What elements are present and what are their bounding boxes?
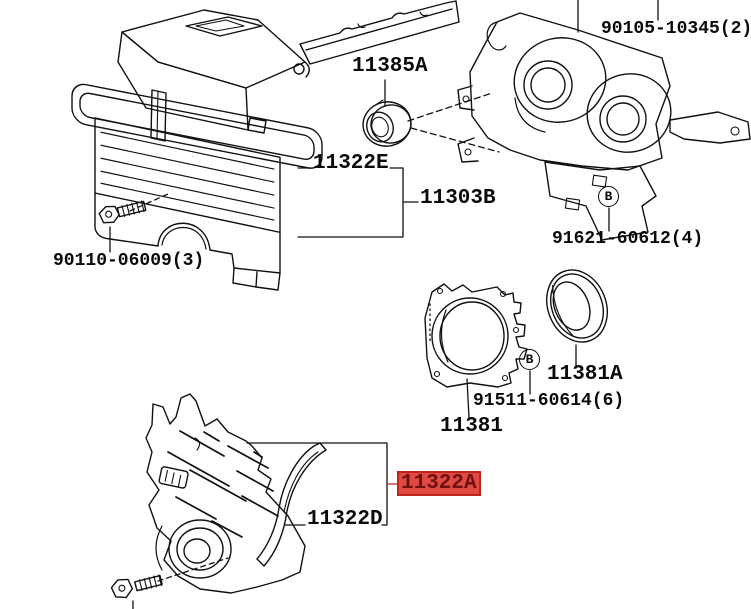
fastener-symbol-B-1[interactable]: B bbox=[598, 186, 619, 207]
part-label-11322A-highlighted[interactable]: 11322A bbox=[397, 471, 481, 496]
gasket-cross-strip bbox=[150, 89, 167, 142]
cam-cover-strip bbox=[299, 0, 460, 65]
cylinder-head-cover-assembly bbox=[71, 0, 460, 291]
camshaft-oil-seal bbox=[362, 99, 412, 147]
timing-cover-gasket-strip bbox=[256, 442, 327, 567]
part-label-11381A[interactable]: 11381A bbox=[547, 363, 623, 386]
oil-seal-retainer bbox=[424, 283, 528, 388]
timing-belt-cover-lower bbox=[145, 393, 306, 594]
part-label-11381[interactable]: 11381 bbox=[440, 415, 504, 438]
part-label-90105-10345[interactable]: 90105-10345(2) bbox=[601, 19, 751, 39]
leader-lines bbox=[109, 0, 659, 609]
bolt-lower bbox=[110, 574, 163, 599]
part-label-11322E[interactable]: 11322E bbox=[313, 152, 389, 175]
part-label-90110-06009[interactable]: 90110-06009(3) bbox=[53, 251, 205, 271]
part-label-91511-60614[interactable]: 91511-60614(6) bbox=[473, 391, 625, 411]
part-label-91621-60612[interactable]: 91621-60612(4) bbox=[552, 229, 704, 249]
head-cover bbox=[117, 9, 310, 134]
timing-belt-cover-rear bbox=[457, 12, 751, 241]
part-label-11322D[interactable]: 11322D bbox=[307, 508, 383, 531]
bolt-upper bbox=[98, 200, 147, 224]
head-cover-gasket bbox=[71, 83, 323, 169]
crankshaft-oil-seal bbox=[546, 269, 608, 343]
part-label-11385A[interactable]: 11385A bbox=[352, 55, 428, 78]
head-lower-block bbox=[94, 117, 281, 291]
fastener-symbol-B-2[interactable]: B bbox=[519, 349, 540, 370]
part-label-11303B[interactable]: 11303B bbox=[420, 187, 496, 210]
